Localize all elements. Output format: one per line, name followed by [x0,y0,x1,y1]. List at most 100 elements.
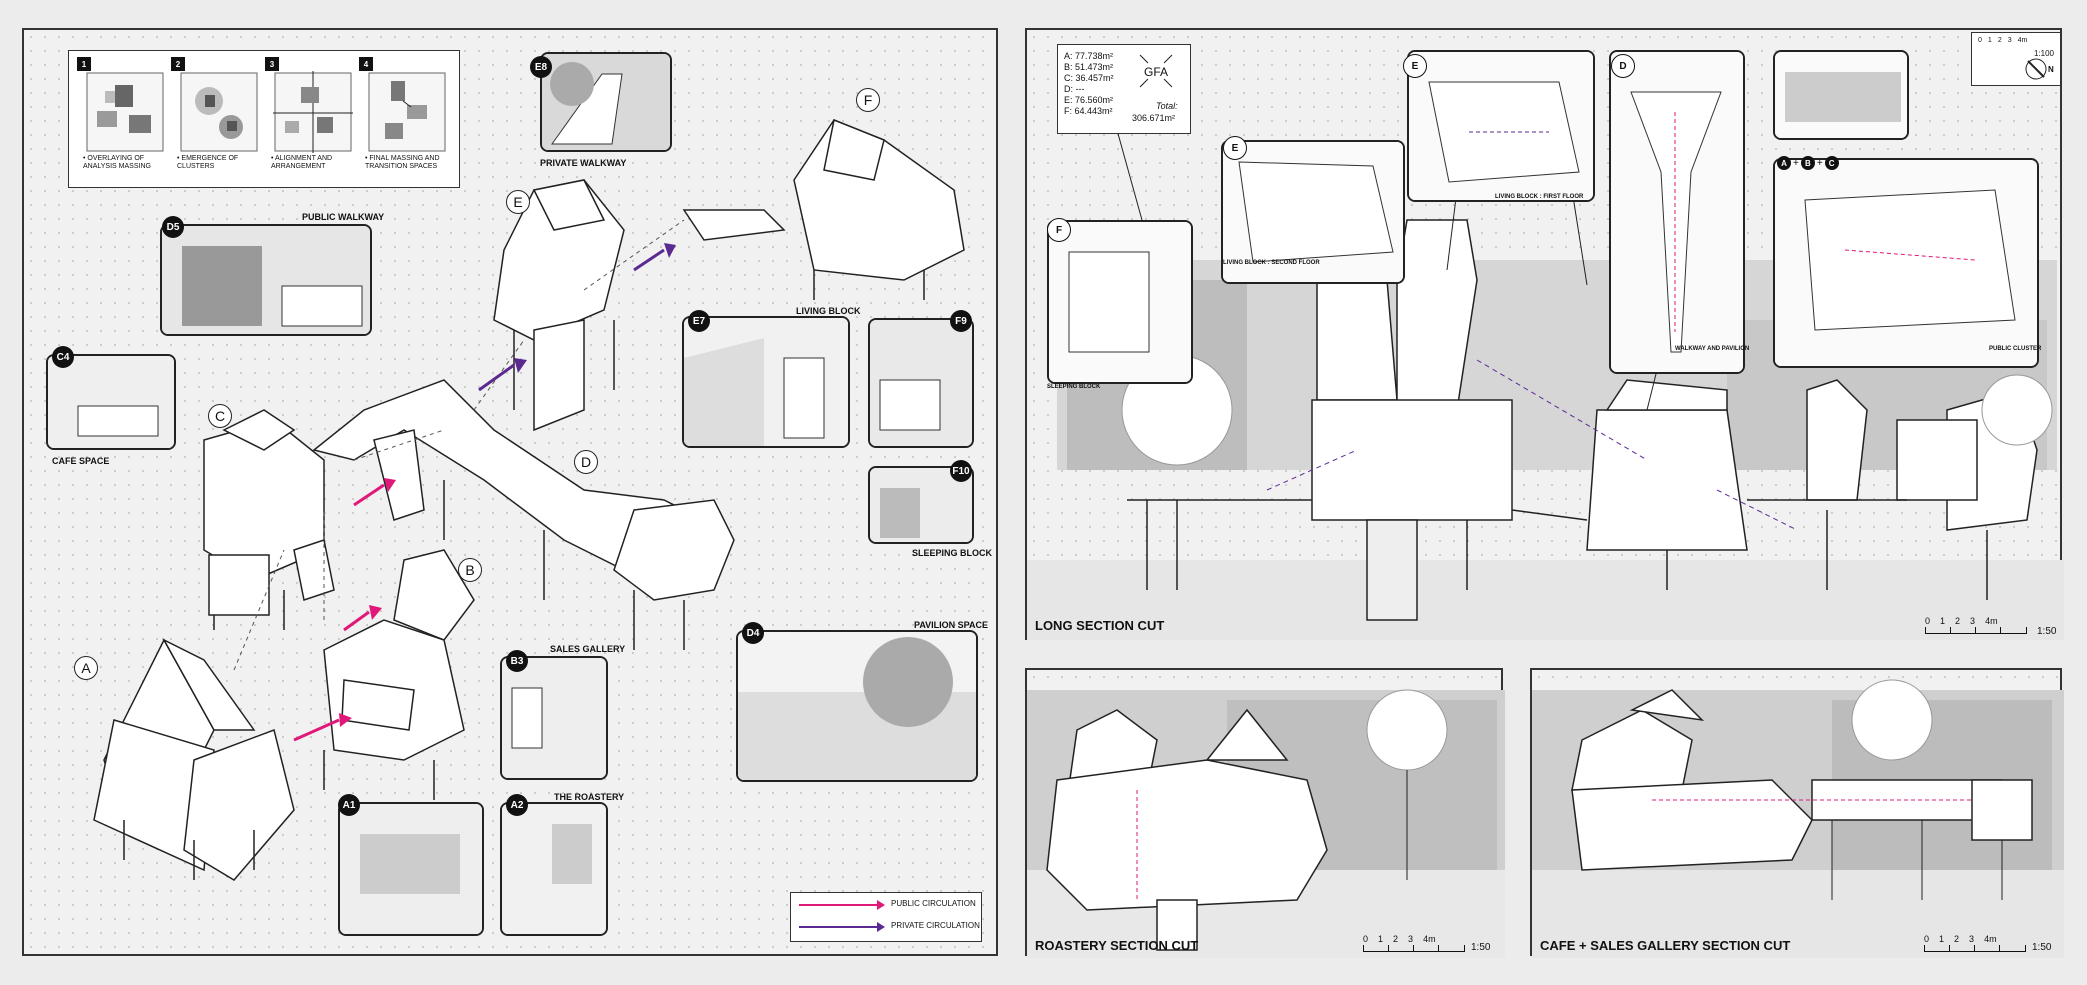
step-caption: • EMERGENCE OF CLUSTERS [177,155,239,170]
step-caption: • OVERLAYING OF ANALYSIS MASSING [83,155,151,170]
gfa-row-b: B: 51.473m² [1064,62,1114,72]
long-section-scale: 1:50 [2037,626,2057,637]
badge-f10: F10 [950,460,972,482]
badge-a1: A1 [338,794,360,816]
badge-c: C [1824,156,1839,170]
title-living-block: LIVING BLOCK [796,306,861,316]
title-pavilion-space: PAVILION SPACE [914,620,989,630]
long-section-panel: A: 77.738m² B: 51.473m² C: 36.457m² D: -… [1025,28,2064,640]
gfa-row-f: F: 64.443m² [1064,106,1113,116]
badge-e-second: E [1223,136,1247,160]
step-number: 4 [359,57,373,71]
gfa-row-e: E: 76.560m² [1064,95,1114,105]
roastery-section-drawing [1027,689,1505,958]
gfa-row-c: C: 36.457m² [1064,73,1114,83]
cafe-section-drawing [1532,679,2064,958]
badge-a2: A2 [506,794,528,816]
title-public-walkway: PUBLIC WALKWAY [302,212,385,222]
callout-d5 [160,224,372,336]
badge-f: F [1047,218,1071,242]
title-private-walkway: PRIVATE WALKWAY [540,158,627,168]
callout-b3 [500,656,608,780]
cafe-scale: 1:50 [2032,942,2052,953]
legend-private: PRIVATE CIRCULATION [891,921,980,930]
public-arrow-icon [877,900,885,910]
badge-e8: E8 [530,56,552,78]
north-arrow-icon [2025,58,2047,80]
title-the-roastery: THE ROASTERY [554,792,625,802]
title-sleeping-block-plan: SLEEPING BLOCK [1047,384,1101,390]
block-label-f: F [856,88,880,112]
badge-c4: C4 [52,346,74,368]
step-number: 3 [265,57,279,71]
north-label: N [2048,65,2054,74]
callout-c4 [46,354,176,450]
step-number: 1 [77,57,91,71]
long-section-title: LONG SECTION CUT [1035,618,1165,633]
step-caption: • FINAL MASSING AND TRANSITION SPACES [365,155,440,170]
private-circulation-line [799,926,879,928]
callout-walkway-pavilion [1609,50,1745,374]
block-label-c: C [208,404,232,428]
gfa-rows: A: 77.738m² B: 51.473m² C: 36.457m² D: -… [1064,51,1114,117]
callout-a1 [338,802,484,936]
callout-e8 [540,52,672,152]
callout-f9 [868,318,974,448]
massing-strategy-strip: 1 • OVERLAYING OF ANALYSIS MASSING 2 • E… [68,50,460,188]
gfa-row-a: A: 77.738m² [1064,51,1114,61]
legend-public: PUBLIC CIRCULATION [891,899,976,908]
gfa-total-value: 306.671m² [1132,113,1176,123]
badge-b3: B3 [506,650,528,672]
massing-diagram-1 [86,72,164,152]
badge-e7: E7 [688,310,710,332]
gfa-icon-label: GFA [1143,65,1168,79]
block-label-b: B [458,558,482,582]
badge-d: D [1611,54,1635,78]
massing-step-3: 3 • ALIGNMENT AND ARRANGEMENT [265,57,353,170]
public-circulation-line [799,904,879,906]
roastery-scale: 1:50 [1471,942,1491,953]
public-cluster-badges: A + B + C [1777,156,1839,170]
title-living-first-floor: LIVING BLOCK : FIRST FLOOR [1495,194,1584,200]
callout-e7 [682,316,850,448]
massing-step-1: 1 • OVERLAYING OF ANALYSIS MASSING [77,57,164,170]
gfa-row-d: D: --- [1064,84,1085,94]
title-walkway-pavilion: WALKWAY AND PAVILION [1675,346,1750,352]
massing-diagram-4 [368,72,446,152]
massing-step-4: 4 • FINAL MASSING AND TRANSITION SPACES [359,57,455,170]
callout-site-plan [1773,50,1909,140]
gfa-table: A: 77.738m² B: 51.473m² C: 36.457m² D: -… [1057,44,1191,134]
title-sleeping-block: SLEEPING BLOCK [912,548,993,558]
title-public-cluster: PUBLIC CLUSTER [1989,346,2042,352]
gfa-total-label: Total: [1156,101,1178,111]
plan-scale-ratio: 1:100 [2033,49,2054,58]
callout-public-cluster [1773,158,2039,368]
massing-diagram-2 [180,72,258,152]
badge-d4: D4 [742,622,764,644]
massing-diagram-3 [273,71,353,153]
exploded-axonometric [93,118,965,881]
callout-sleeping-block [1047,220,1193,384]
circulation-legend: PUBLIC CIRCULATION PRIVATE CIRCULATION [790,892,982,942]
title-cafe-space: CAFE SPACE [52,456,110,466]
badge-f9: F9 [950,310,972,332]
badge-b: B [1800,156,1815,170]
axonometric-panel: 1 • OVERLAYING OF ANALYSIS MASSING 2 • E… [22,28,998,956]
step-caption: • ALIGNMENT AND ARRANGEMENT [271,155,333,170]
roastery-section-title: ROASTERY SECTION CUT [1035,938,1199,953]
callout-d4 [736,630,978,782]
gfa-icon: GFA [1138,53,1174,89]
block-label-d: D [574,450,598,474]
badge-d5: D5 [162,216,184,238]
private-arrow-icon [877,922,885,932]
step-number: 2 [171,57,185,71]
cafe-section-title: CAFE + SALES GALLERY SECTION CUT [1540,938,1791,953]
title-living-second-floor: LIVING BLOCK : SECOND FLOOR [1223,260,1320,266]
callout-living-first-floor [1407,50,1595,202]
